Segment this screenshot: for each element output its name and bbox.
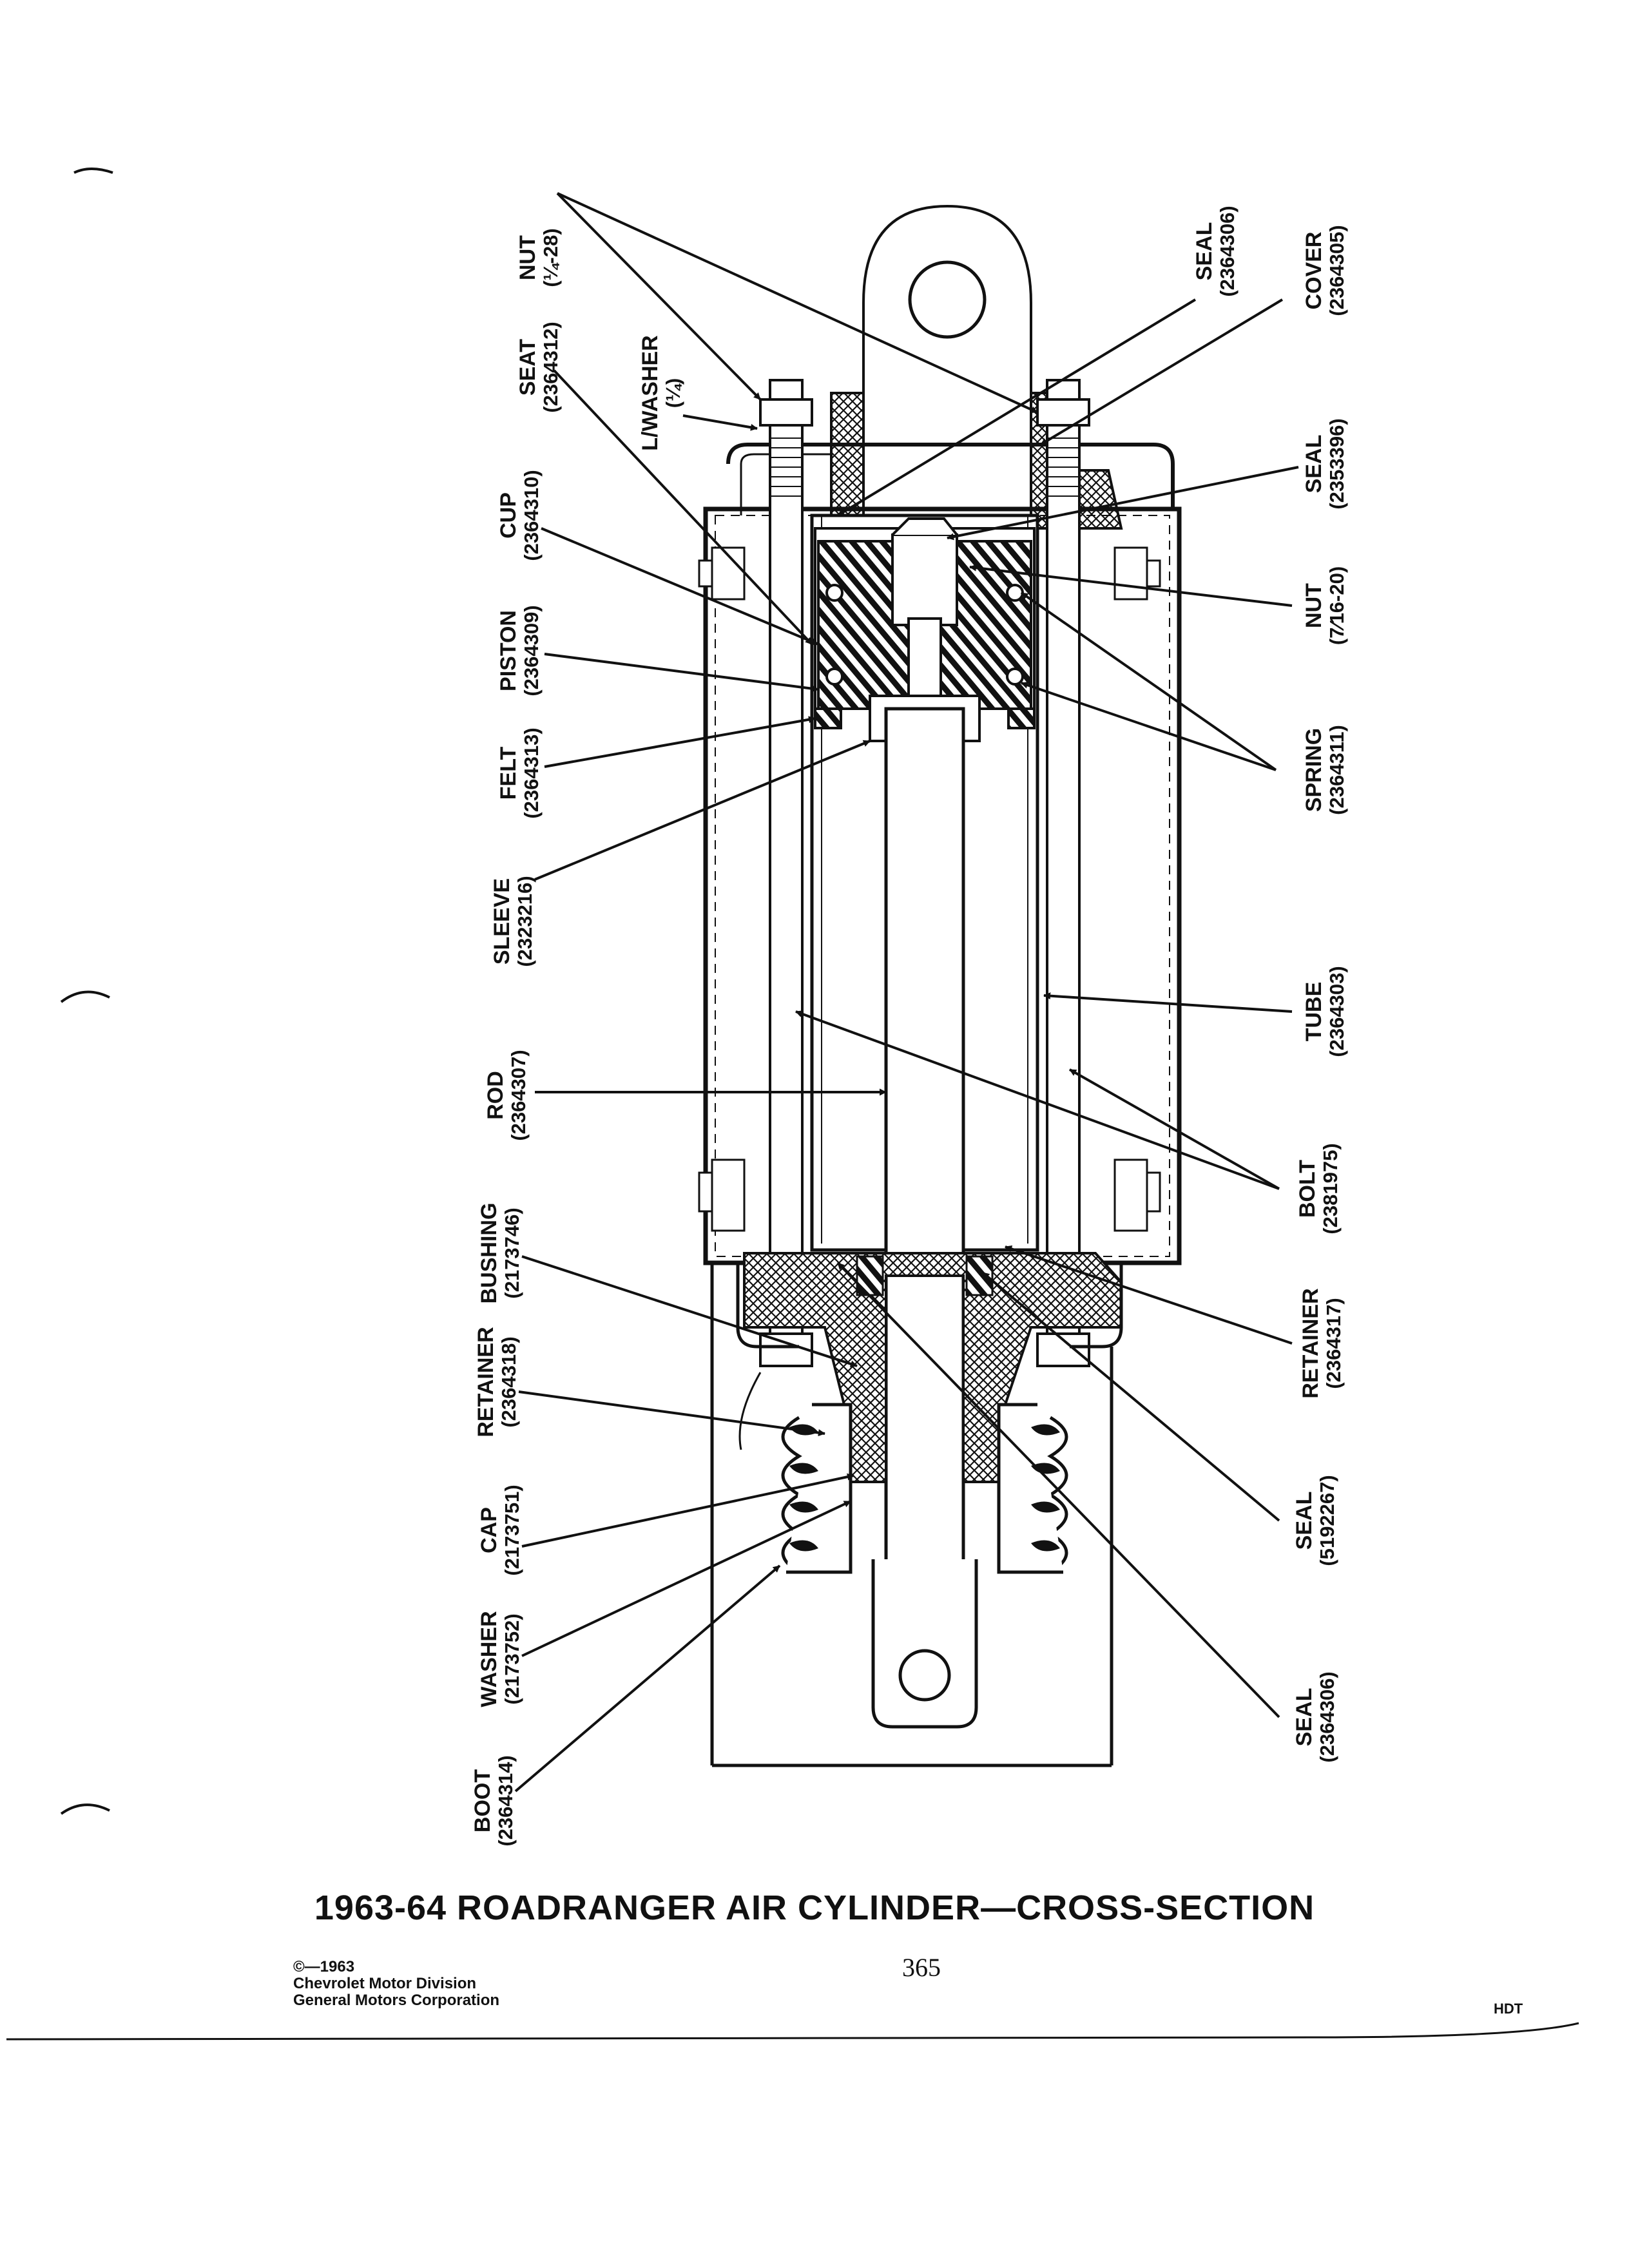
svg-text:TUBE: TUBE: [1302, 982, 1326, 1042]
label-lock-washer: L/WASHER (¼): [638, 335, 684, 450]
svg-text:SLEEVE: SLEEVE: [490, 878, 514, 965]
svg-text:(2353396): (2353396): [1325, 418, 1348, 509]
label-nut-piston: NUT (7⁄16-20): [1302, 566, 1348, 645]
label-rod: ROD (2364307): [483, 1050, 530, 1140]
svg-text:BOOT: BOOT: [470, 1769, 495, 1832]
page-number: 365: [902, 1953, 941, 1982]
svg-text:SEAL: SEAL: [1192, 222, 1217, 281]
label-bushing: BUSHING (2173746): [477, 1203, 523, 1304]
part-labels: NUT (¼-28) SEAT (2364312) L/WASHER (¼) C…: [470, 206, 1348, 1846]
svg-text:NUT: NUT: [516, 235, 540, 280]
svg-text:(2364309): (2364309): [520, 605, 543, 696]
label-tube: TUBE (2364303): [1302, 966, 1348, 1057]
svg-text:ROD: ROD: [483, 1071, 508, 1120]
label-seal-lower: SEAL (5192267): [1292, 1475, 1338, 1566]
svg-text:(2364314): (2364314): [494, 1755, 517, 1846]
svg-text:SEAT: SEAT: [516, 339, 540, 396]
svg-text:(2173746): (2173746): [501, 1207, 523, 1298]
svg-text:FELT: FELT: [496, 747, 521, 800]
svg-text:(2364317): (2364317): [1322, 1298, 1345, 1389]
svg-text:CAP: CAP: [477, 1507, 501, 1553]
svg-text:BOLT: BOLT: [1295, 1160, 1320, 1218]
svg-text:(5192267): (5192267): [1316, 1475, 1338, 1566]
copyright-division: Chevrolet Motor Division: [293, 1975, 477, 1992]
svg-text:RETAINER: RETAINER: [474, 1327, 498, 1437]
label-boot: BOOT (2364314): [470, 1755, 517, 1846]
scan-marks: [6, 168, 1579, 2041]
label-felt: FELT (2364313): [496, 727, 543, 818]
svg-text:(2364303): (2364303): [1325, 966, 1348, 1057]
svg-text:SEAL: SEAL: [1302, 435, 1326, 494]
label-cup: CUP (2364310): [496, 470, 543, 561]
svg-text:(2364306): (2364306): [1216, 206, 1239, 296]
svg-text:CUP: CUP: [496, 492, 521, 539]
label-sleeve: SLEEVE (2323216): [490, 876, 536, 966]
svg-text:BUSHING: BUSHING: [477, 1203, 501, 1304]
label-washer: WASHER (2173752): [477, 1611, 523, 1707]
svg-text:(¼-28): (¼-28): [539, 228, 562, 287]
cylinder-drawing: [698, 204, 1182, 1767]
leader-lines: [514, 192, 1299, 1792]
svg-text:SEAL: SEAL: [1292, 1688, 1316, 1747]
svg-text:(¼): (¼): [662, 378, 684, 408]
svg-text:(2364307): (2364307): [507, 1050, 530, 1140]
svg-text:(2364311): (2364311): [1325, 725, 1348, 815]
copyright-notice: ©—1963 Chevrolet Motor Division General …: [293, 1959, 499, 2009]
label-seal-mid: SEAL (2353396): [1302, 418, 1348, 509]
svg-text:(2364313): (2364313): [520, 727, 543, 818]
svg-text:(2173752): (2173752): [501, 1613, 523, 1704]
figure-caption: 1963-64 ROADRANGER AIR CYLINDER—CROSS-SE…: [314, 1888, 1315, 1927]
label-piston: PISTON (2364309): [496, 605, 543, 696]
svg-text:PISTON: PISTON: [496, 610, 521, 691]
document-code: HDT: [1494, 2001, 1523, 2017]
label-nut-top: NUT (¼-28): [516, 228, 562, 287]
label-seat: SEAT (2364312): [516, 322, 562, 412]
label-spring: SPRING (2364311): [1302, 725, 1348, 815]
svg-text:COVER: COVER: [1302, 232, 1326, 310]
svg-text:RETAINER: RETAINER: [1298, 1288, 1323, 1398]
svg-text:(2364306): (2364306): [1316, 1671, 1338, 1762]
svg-text:SEAL: SEAL: [1292, 1492, 1316, 1550]
svg-text:SPRING: SPRING: [1302, 728, 1326, 812]
svg-text:L/WASHER: L/WASHER: [638, 335, 662, 450]
label-bolt: BOLT (2381975): [1295, 1143, 1342, 1234]
copyright-year: ©—1963: [293, 1958, 355, 1975]
svg-text:(2323216): (2323216): [514, 876, 536, 966]
label-retainer-right: RETAINER (2364317): [1298, 1288, 1345, 1398]
svg-text:(2364318): (2364318): [497, 1336, 520, 1427]
label-cover: COVER (2364305): [1302, 225, 1348, 316]
copyright-corporation: General Motors Corporation: [293, 1992, 500, 2009]
svg-text:(2364310): (2364310): [520, 470, 543, 561]
label-cap: CAP (2173751): [477, 1485, 523, 1575]
svg-text:NUT: NUT: [1302, 583, 1326, 628]
label-seal-top: SEAL (2364306): [1192, 206, 1239, 296]
svg-text:(2173751): (2173751): [501, 1485, 523, 1575]
svg-text:WASHER: WASHER: [477, 1611, 501, 1707]
svg-text:(7⁄16-20): (7⁄16-20): [1325, 566, 1348, 645]
label-retainer-left: RETAINER (2364318): [474, 1327, 520, 1437]
label-seal-bottom: SEAL (2364306): [1292, 1671, 1338, 1762]
svg-text:(2364312): (2364312): [539, 322, 562, 412]
svg-text:(2381975): (2381975): [1319, 1143, 1342, 1234]
svg-text:(2364305): (2364305): [1325, 225, 1348, 316]
